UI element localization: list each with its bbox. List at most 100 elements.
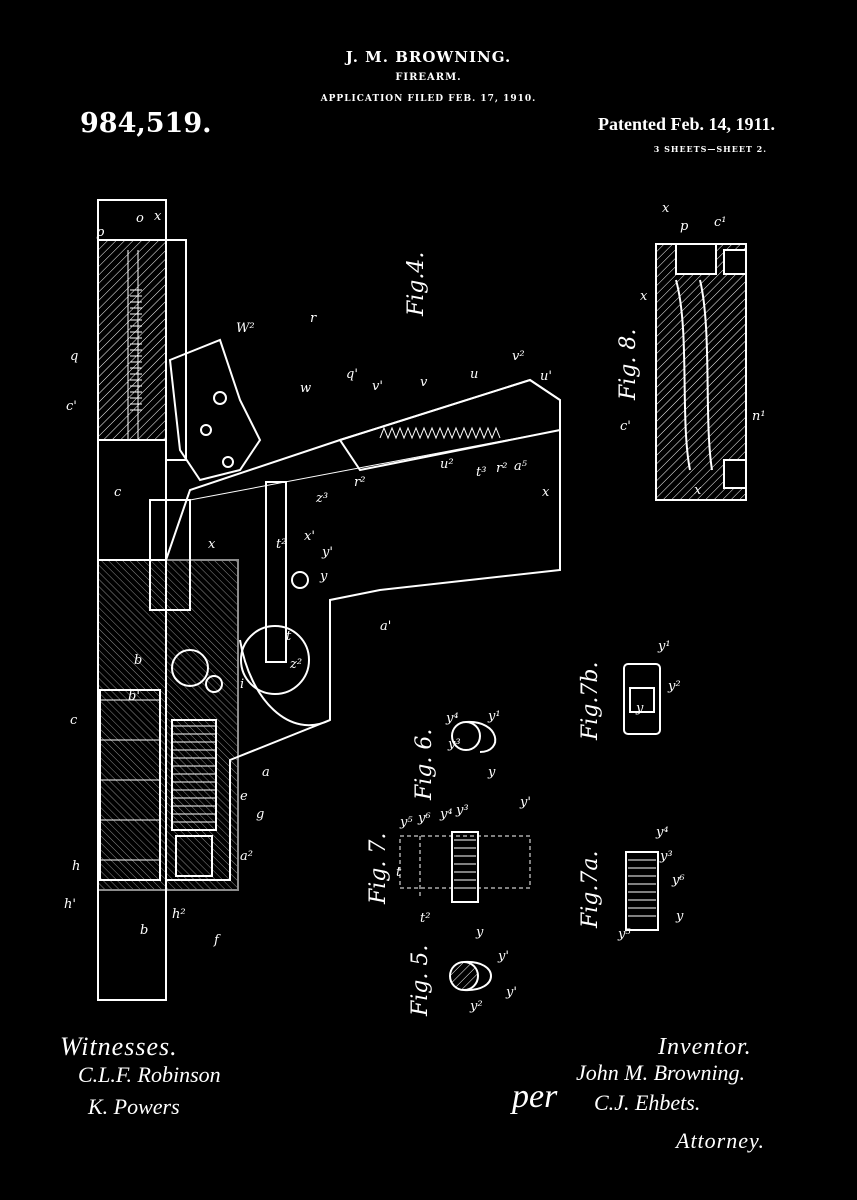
svg-text:o: o <box>136 211 144 226</box>
svg-text:q': q' <box>346 367 358 382</box>
svg-text:f: f <box>213 933 221 948</box>
svg-text:t²: t² <box>420 911 430 926</box>
svg-text:y⁵: y⁵ <box>617 927 631 942</box>
fig7-detail <box>399 831 531 903</box>
svg-text:a': a' <box>380 619 391 634</box>
svg-text:w: w <box>300 381 311 396</box>
svg-text:y⁴: y⁴ <box>439 807 453 822</box>
svg-text:y⁶: y⁶ <box>417 811 431 826</box>
fig7b-label: Fig.7b. <box>578 661 603 740</box>
witnesses-heading: Witnesses. <box>60 1032 178 1061</box>
svg-text:y': y' <box>321 545 333 560</box>
svg-text:y: y <box>487 765 496 780</box>
svg-text:x': x' <box>304 529 315 544</box>
attorney-signature: C.J. Ehbets. <box>594 1090 701 1115</box>
inventor-heading: Inventor. <box>658 1034 752 1060</box>
fig4-label: Fig.4. <box>404 251 429 316</box>
fig7a-label: Fig.7a. <box>578 850 603 928</box>
svg-text:c: c <box>70 713 78 728</box>
svg-text:y²: y² <box>667 679 681 694</box>
fig6-label: Fig. 6. <box>412 728 437 800</box>
svg-text:y³: y³ <box>659 849 673 864</box>
svg-text:y³: y³ <box>455 803 469 818</box>
witness-signature-2: K. Powers <box>88 1094 180 1119</box>
svg-text:y⁶: y⁶ <box>671 873 685 888</box>
fig7-label: Fig. 7. <box>366 832 391 904</box>
pistol-cross-section <box>97 199 561 1001</box>
svg-text:p: p <box>680 219 689 234</box>
fig8-label: Fig. 8. <box>616 328 641 400</box>
fig7a-detail <box>625 851 659 931</box>
recoil-spring <box>130 289 142 411</box>
hammer-assembly <box>168 338 262 482</box>
magazine-tube <box>189 378 561 501</box>
fig7b-detail <box>623 663 661 735</box>
svg-text:y³: y³ <box>447 737 461 752</box>
svg-text:u²: u² <box>440 457 454 472</box>
svg-text:y': y' <box>497 949 509 964</box>
fig5-detail <box>449 960 492 992</box>
per-text: per <box>512 1078 558 1115</box>
svg-text:r: r <box>310 311 317 326</box>
svg-text:b: b <box>140 923 148 938</box>
svg-text:x: x <box>694 483 702 498</box>
patent-title: FIREARM. <box>395 72 462 83</box>
svg-text:y⁴: y⁴ <box>655 825 669 840</box>
svg-text:y¹: y¹ <box>487 709 501 724</box>
svg-text:z²: z² <box>289 657 302 672</box>
svg-text:y⁵: y⁵ <box>399 815 413 830</box>
inventor-name-header: J. M. BROWNING. <box>345 48 512 66</box>
svg-text:y: y <box>635 701 644 716</box>
svg-text:x: x <box>542 485 550 500</box>
svg-text:h: h <box>72 859 80 874</box>
grip-safety-and-trigger <box>239 481 331 727</box>
svg-text:t³: t³ <box>476 465 486 480</box>
svg-text:c': c' <box>66 399 77 414</box>
svg-text:x: x <box>640 289 648 304</box>
svg-text:g: g <box>256 807 264 822</box>
svg-text:x: x <box>154 209 162 224</box>
svg-text:q: q <box>70 349 78 364</box>
svg-text:y⁴: y⁴ <box>445 711 459 726</box>
svg-text:p: p <box>96 225 105 240</box>
patent-number: 984,519. <box>80 108 212 139</box>
svg-text:z³: z³ <box>315 491 328 506</box>
svg-text:u': u' <box>540 369 552 384</box>
sheet-count: 3 SHEETS—SHEET 2. <box>653 144 767 154</box>
svg-text:v²: v² <box>512 349 525 364</box>
svg-text:y: y <box>675 909 684 924</box>
svg-text:t: t <box>286 629 292 644</box>
svg-text:r²: r² <box>354 475 365 490</box>
svg-text:t²: t² <box>276 537 286 552</box>
svg-text:a: a <box>262 765 270 780</box>
svg-text:y': y' <box>519 795 531 810</box>
svg-text:W²: W² <box>236 321 255 336</box>
svg-text:y: y <box>475 925 484 940</box>
fig5-label: Fig. 5. <box>408 944 433 1016</box>
attorney-heading: Attorney. <box>676 1128 766 1153</box>
svg-text:y²: y² <box>469 999 483 1014</box>
svg-text:x: x <box>208 537 216 552</box>
svg-text:y': y' <box>505 985 517 1000</box>
svg-text:h': h' <box>64 897 76 912</box>
svg-text:e: e <box>240 789 248 804</box>
mainspring <box>171 719 217 877</box>
svg-text:c¹: c¹ <box>714 215 727 230</box>
svg-text:v': v' <box>372 379 383 394</box>
svg-text:b': b' <box>128 689 140 704</box>
svg-text:y: y <box>319 569 328 584</box>
svg-text:n¹: n¹ <box>752 409 766 424</box>
svg-text:t: t <box>396 865 402 880</box>
fig8-detail <box>655 243 747 501</box>
svg-text:y¹: y¹ <box>657 639 671 654</box>
reference-letters: p o x q c' c W² r w q' v' v u v² u' x u²… <box>64 201 766 1014</box>
fig6-detail <box>451 720 497 753</box>
svg-text:c': c' <box>620 419 631 434</box>
svg-text:i: i <box>240 677 244 692</box>
svg-text:r²: r² <box>496 461 507 476</box>
inventor-signature: John M. Browning. <box>576 1060 746 1085</box>
application-filed-line: APPLICATION FILED FEB. 17, 1910. <box>320 94 537 104</box>
svg-text:x: x <box>662 201 670 216</box>
svg-text:a²: a² <box>240 849 253 864</box>
